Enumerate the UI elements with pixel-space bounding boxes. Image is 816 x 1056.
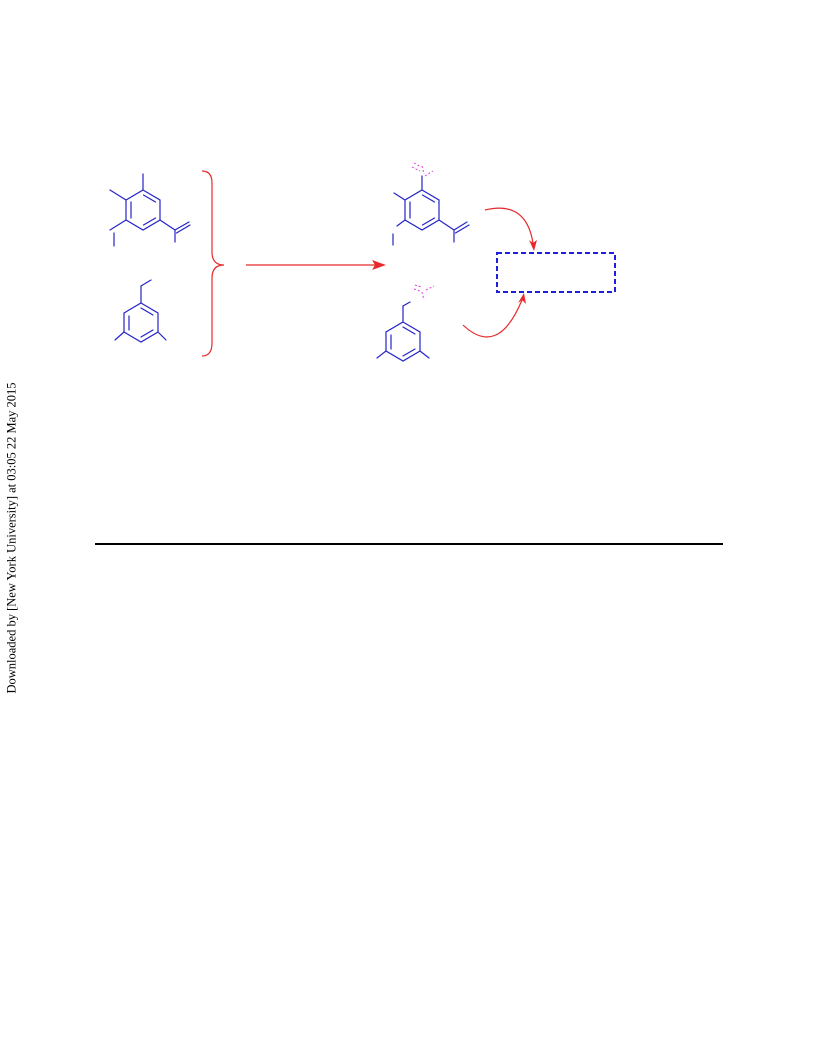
radical-fragment-bottom [413, 284, 435, 301]
reactant-styrene-molecule [109, 173, 191, 247]
product-alkylbenzene-molecule [376, 301, 430, 362]
download-watermark-text: Downloaded by [New York University] at 0… [4, 381, 19, 694]
reactant-brace [201, 170, 225, 357]
curved-arrow-bottom [462, 293, 526, 338]
radical-fragment-top [411, 162, 434, 177]
reactant-alkylbenzene-molecule [114, 279, 167, 343]
horizontal-rule [95, 543, 723, 545]
product-styrene-molecule [392, 175, 470, 246]
reaction-arrow [246, 260, 386, 270]
download-watermark: Downloaded by [New York University] at 0… [4, 365, 20, 710]
product-box [496, 252, 616, 293]
curved-arrow-top [484, 207, 537, 251]
